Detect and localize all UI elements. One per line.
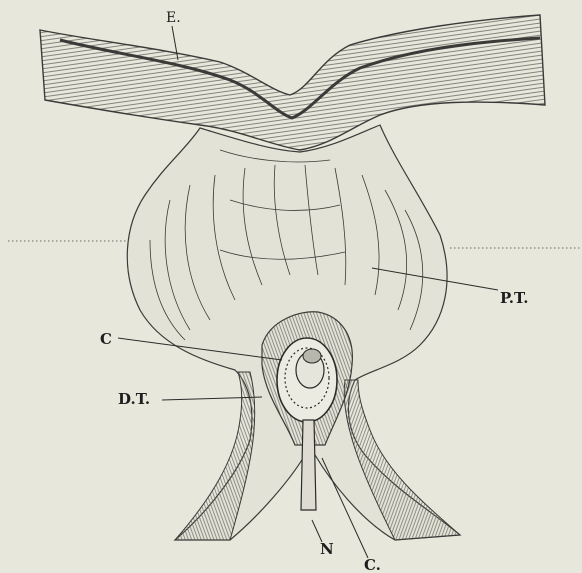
- label-dt: D.T.: [118, 390, 150, 408]
- label-c-bottom: C.: [364, 556, 381, 573]
- label-pt: P.T.: [500, 289, 528, 307]
- nerve-fibre: [301, 420, 316, 510]
- label-e: E.: [166, 10, 181, 26]
- label-c-left: C: [100, 330, 112, 348]
- right-fibrous-arm: [344, 380, 460, 540]
- leader-n: [312, 520, 322, 542]
- label-n: N: [320, 540, 334, 558]
- epidermis-layer: [40, 15, 545, 150]
- follicle-nucleus: [303, 349, 321, 363]
